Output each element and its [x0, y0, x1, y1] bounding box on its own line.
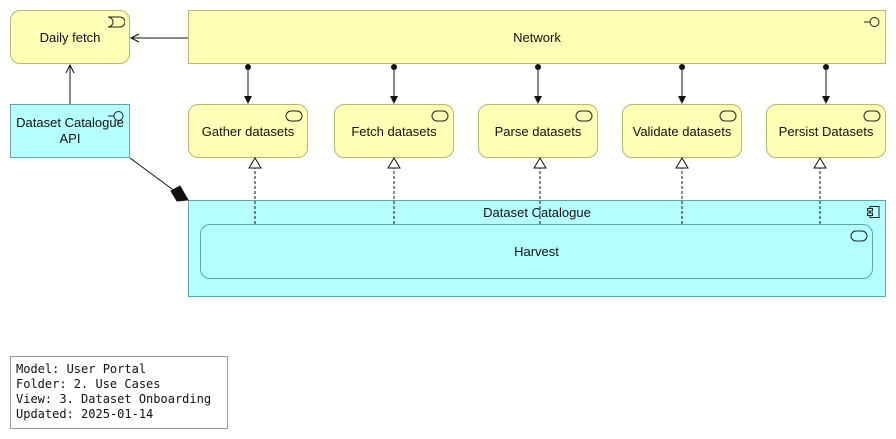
component-icon [867, 206, 880, 218]
network-label: Network [513, 29, 561, 45]
network-interface[interactable]: Network [188, 10, 886, 64]
process-icon [719, 110, 737, 122]
folder-line: Folder: 2. Use Cases [16, 377, 161, 391]
persist-datasets-process[interactable]: Persist Datasets [766, 104, 886, 158]
model-line: Model: User Portal [16, 362, 147, 376]
persist-datasets-label: Persist Datasets [778, 123, 874, 139]
network-to-parse-connector[interactable] [534, 64, 542, 104]
api-to-daily-fetch-connector[interactable] [65, 63, 75, 104]
network-to-daily-fetch-connector[interactable] [129, 33, 188, 43]
dataset-catalogue-label: Dataset Catalogue [483, 205, 591, 220]
view-line: View: 3. Dataset Onboarding [16, 392, 212, 406]
harvest-label: Harvest [514, 244, 559, 259]
dataset-catalogue-api[interactable]: Dataset Catalogue API [10, 104, 130, 158]
model-info-box: Model: User Portal Folder: 2. Use Cases … [10, 356, 228, 429]
parse-datasets-label: Parse datasets [494, 123, 582, 139]
harvest-process[interactable]: Harvest [200, 224, 873, 279]
network-to-fetch-connector[interactable] [390, 64, 398, 104]
fetch-datasets-process[interactable]: Fetch datasets [334, 104, 454, 158]
network-to-persist-connector[interactable] [822, 64, 830, 104]
daily-fetch-event[interactable]: Daily fetch [10, 10, 130, 64]
fetch-datasets-label: Fetch datasets [351, 123, 437, 139]
process-icon [863, 110, 881, 122]
interface-icon [864, 17, 880, 27]
network-to-gather-connector[interactable] [244, 64, 252, 104]
updated-line: Updated: 2025-01-14 [16, 407, 154, 421]
network-to-validate-connector[interactable] [678, 64, 686, 104]
process-icon [850, 230, 868, 242]
process-icon [575, 110, 593, 122]
event-icon [107, 16, 125, 28]
validate-datasets-label: Validate datasets [632, 123, 732, 139]
process-icon [431, 110, 449, 122]
validate-datasets-process[interactable]: Validate datasets [622, 104, 742, 158]
api-label: Dataset Catalogue API [16, 115, 124, 146]
daily-fetch-label: Daily fetch [39, 29, 101, 45]
gather-datasets-label: Gather datasets [201, 123, 295, 139]
api-to-catalogue-connector[interactable] [129, 157, 189, 202]
parse-datasets-process[interactable]: Parse datasets [478, 104, 598, 158]
gather-datasets-process[interactable]: Gather datasets [188, 104, 308, 158]
interface-icon [108, 111, 124, 121]
process-icon [285, 110, 303, 122]
